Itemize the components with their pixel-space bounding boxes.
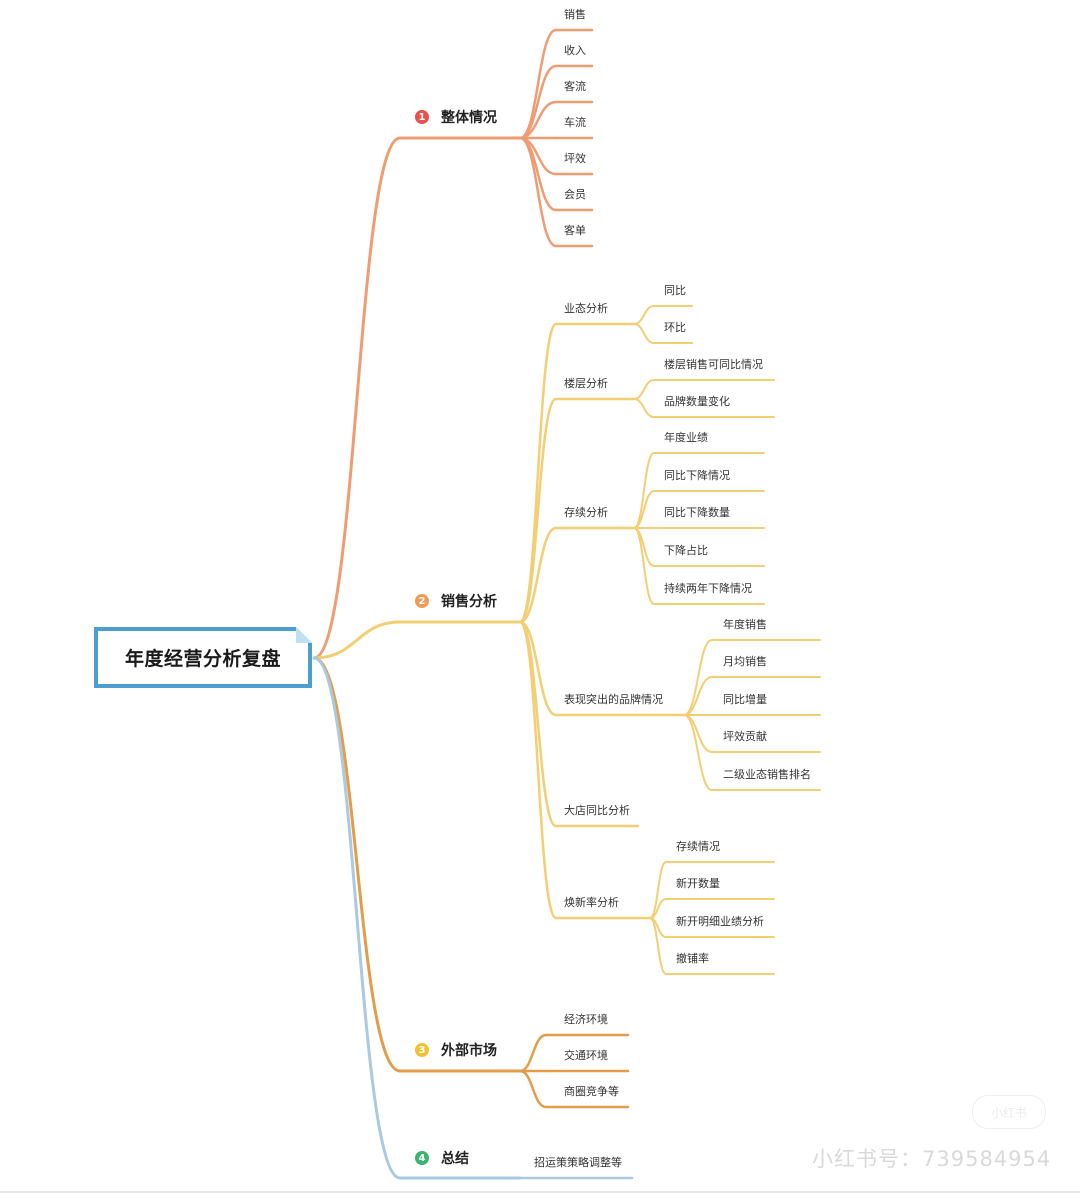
leaf-node[interactable]: 客单	[564, 224, 586, 237]
child-connector	[633, 527, 655, 605]
child-connector	[683, 676, 713, 716]
child-connector	[683, 639, 713, 716]
leaf-node[interactable]: 商圈竞争等	[564, 1085, 619, 1098]
child-connector	[518, 1033, 548, 1073]
child-connector	[633, 379, 655, 400]
watermark-text: 小红书号：739584954	[812, 1147, 1052, 1171]
branch-label: 整体情况	[441, 110, 497, 126]
leaf-node[interactable]: 撤铺率	[676, 952, 709, 965]
child-connector	[633, 452, 655, 529]
leaf-node[interactable]: 同比增量	[723, 693, 767, 706]
subtopic-node[interactable]: 业态分析	[564, 302, 608, 315]
subtopic-node[interactable]: 楼层分析	[564, 377, 608, 390]
subtopic-connector	[518, 620, 558, 717]
branch-external-market[interactable]: 3 外部市场	[415, 1039, 497, 1061]
branch-connector	[312, 136, 402, 660]
root-node[interactable]: 年度经营分析复盘	[94, 627, 312, 688]
subtopic-node[interactable]: 存续分析	[564, 506, 608, 519]
number-badge-icon: 2	[415, 594, 429, 608]
branch-label: 总结	[441, 1151, 469, 1167]
branch-overall[interactable]: 1 整体情况	[415, 106, 497, 128]
leaf-node[interactable]: 会员	[564, 188, 586, 201]
child-connector	[633, 305, 655, 325]
leaf-node[interactable]: 环比	[664, 321, 686, 334]
child-connector	[518, 136, 558, 248]
child-connector	[633, 398, 655, 418]
subtopic-connector	[518, 397, 558, 624]
root-corner-fold	[296, 627, 312, 643]
leaf-node[interactable]: 月均销售	[723, 655, 767, 668]
bottom-divider	[0, 1191, 1080, 1193]
child-connector	[649, 917, 667, 975]
leaf-node[interactable]: 年度销售	[723, 618, 767, 631]
leaf-node[interactable]: 车流	[564, 116, 586, 129]
branch-label: 外部市场	[441, 1043, 497, 1059]
subtopic-node[interactable]: 焕新率分析	[564, 896, 619, 909]
branch-label: 销售分析	[441, 594, 497, 610]
subtopic-node[interactable]: 表现突出的品牌情况	[564, 693, 663, 706]
root-label: 年度经营分析复盘	[124, 648, 281, 670]
leaf-node[interactable]: 新开明细业绩分析	[676, 915, 764, 928]
leaf-node[interactable]: 持续两年下降情况	[664, 582, 752, 595]
leaf-node[interactable]: 交通环境	[564, 1049, 608, 1062]
child-connector	[518, 1069, 548, 1109]
number-badge-icon: 4	[415, 1151, 429, 1165]
leaf-node[interactable]: 二级业态销售排名	[723, 768, 811, 781]
leaf-node[interactable]: 客流	[564, 80, 586, 93]
leaf-node[interactable]: 同比下降数量	[664, 506, 730, 519]
leaf-node[interactable]: 经济环境	[564, 1013, 608, 1026]
subtopic-connector	[518, 620, 558, 828]
leaf-node[interactable]: 同比下降情况	[664, 469, 730, 482]
watermark-logo: 小红书	[972, 1095, 1046, 1129]
child-connector	[683, 714, 713, 753]
leaf-node[interactable]: 品牌数量变化	[664, 395, 730, 408]
subtopic-connector	[518, 526, 558, 624]
leaf-node[interactable]: 收入	[564, 44, 586, 57]
leaf-node[interactable]: 销售	[564, 8, 586, 21]
subtopic-connector	[518, 620, 558, 920]
leaf-node[interactable]: 楼层销售可同比情况	[664, 358, 763, 371]
number-badge-icon: 1	[415, 110, 429, 124]
leaf-node[interactable]: 存续情况	[676, 840, 720, 853]
leaf-node[interactable]: 新开数量	[676, 877, 720, 890]
branch-summary[interactable]: 4 总结	[415, 1147, 469, 1169]
branch-connector	[312, 656, 402, 1180]
leaf-node[interactable]: 招运策策略调整等	[534, 1156, 622, 1169]
child-connector	[683, 714, 713, 791]
leaf-node[interactable]: 坪效	[564, 152, 586, 165]
leaf-node[interactable]: 坪效贡献	[723, 730, 767, 743]
child-connector	[633, 490, 655, 529]
leaf-node[interactable]: 同比	[664, 284, 686, 297]
number-badge-icon: 3	[415, 1043, 429, 1057]
branch-connector	[312, 620, 402, 660]
child-connector	[633, 323, 655, 344]
leaf-node[interactable]: 年度业绩	[664, 431, 708, 444]
leaf-node[interactable]: 下降占比	[664, 544, 708, 557]
branch-connector	[312, 656, 402, 1073]
subtopic-node[interactable]: 大店同比分析	[564, 804, 630, 817]
branch-sales-analysis[interactable]: 2 销售分析	[415, 590, 497, 612]
